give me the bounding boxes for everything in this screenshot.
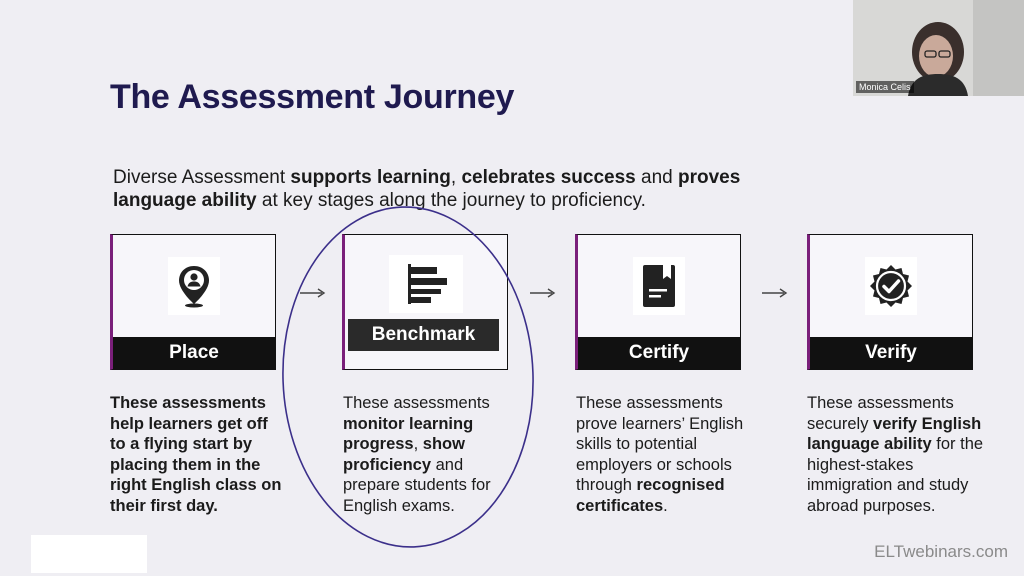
intro-text: Diverse Assessment supports learning, ce…	[113, 167, 741, 211]
description-certify: These assessments prove learners’ Englis…	[576, 394, 744, 515]
stage-card-certify: Certify	[575, 234, 741, 370]
stage-label-place: Place	[113, 337, 275, 369]
arrow-right-icon	[300, 288, 326, 298]
slide-title: The Assessment Journey	[110, 78, 515, 116]
description-benchmark: These assessments monitor learning progr…	[343, 394, 491, 515]
verified-badge-icon	[865, 257, 917, 315]
stage-card-benchmark: Benchmark	[342, 234, 508, 370]
watermark: ELTwebinars.com	[874, 542, 1008, 561]
webcam-video-tile: Monica Celis	[853, 0, 1024, 96]
stage-card-verify: Verify	[807, 234, 973, 370]
arrow-right-icon	[762, 288, 788, 298]
location-person-icon	[168, 257, 220, 315]
stage-label-verify: Verify	[810, 337, 972, 369]
certificate-document-icon	[633, 257, 685, 315]
description-verify: These assessments securely verify Englis…	[807, 394, 984, 515]
presenter-video-image	[853, 0, 1024, 96]
blank-overlay-box	[31, 535, 147, 573]
stage-label-benchmark: Benchmark	[348, 319, 499, 351]
arrow-right-icon	[530, 288, 556, 298]
description-place: These assessments help learners get off …	[110, 394, 282, 515]
stage-label-certify: Certify	[578, 337, 740, 369]
bar-chart-icon	[389, 255, 463, 313]
participant-name: Monica Celis	[856, 81, 914, 93]
stage-card-place: Place	[110, 234, 276, 370]
